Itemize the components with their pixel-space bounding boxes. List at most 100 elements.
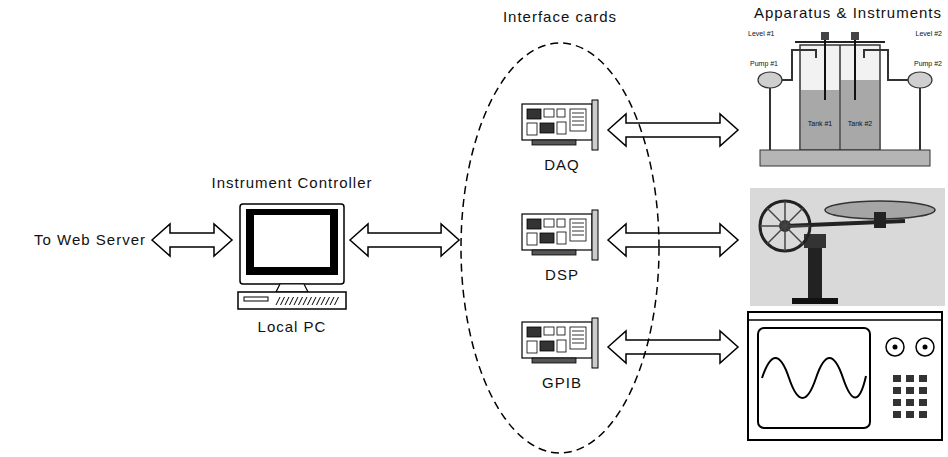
vent-line <box>308 297 312 305</box>
chip-pin <box>572 125 584 126</box>
probe-head <box>821 32 829 40</box>
card-chips <box>527 109 586 135</box>
level-probe <box>854 36 856 100</box>
card-bracket <box>592 318 598 368</box>
computer-case <box>238 292 346 309</box>
vent-line <box>299 297 303 305</box>
chip <box>540 341 554 351</box>
tail-rotor <box>760 201 810 251</box>
card-label: DAQ <box>544 156 580 174</box>
pc-outline <box>236 200 348 312</box>
chip-pin <box>572 231 584 232</box>
card-edge-connector <box>532 140 576 145</box>
chip <box>557 122 566 134</box>
spoke <box>767 208 803 244</box>
card-board <box>522 322 592 358</box>
card-bracket <box>592 100 598 150</box>
node-heading: Interface cards <box>503 8 617 26</box>
part-label: Level #1 <box>748 30 774 38</box>
chip <box>527 123 537 135</box>
vent-line <box>321 297 325 305</box>
vent-line <box>290 297 294 305</box>
card-label: DSP <box>545 266 579 284</box>
oscilloscope <box>748 312 942 440</box>
pipe <box>769 88 771 150</box>
monitor-screen <box>254 215 330 267</box>
chip <box>557 109 565 117</box>
chip <box>570 109 586 131</box>
chip-pin <box>572 331 584 332</box>
chip <box>570 327 586 349</box>
scope-rim <box>748 319 942 321</box>
chip <box>527 341 537 353</box>
chip <box>557 219 565 227</box>
tank-body <box>800 45 880 150</box>
chip-pins <box>572 223 584 235</box>
scope-screen <box>758 328 870 428</box>
chip <box>540 233 554 243</box>
computer-node: Instrument ControllerLocal PC <box>236 200 348 312</box>
part-label: Pump #2 <box>914 60 942 68</box>
chip <box>540 123 554 133</box>
card-board <box>522 104 592 140</box>
chip-pin <box>572 335 584 336</box>
device-caption: Local PC <box>258 318 327 336</box>
chip <box>557 327 565 335</box>
card-edge-connector <box>532 358 576 363</box>
helicopter-rig <box>750 188 945 306</box>
keypad <box>893 375 927 418</box>
vent-line <box>294 297 298 305</box>
vent-line <box>317 297 321 305</box>
card-label: GPIB <box>542 374 582 392</box>
group-heading: Apparatus & Instruments <box>754 4 942 22</box>
chip <box>527 219 541 229</box>
part-label: Tank #1 <box>801 120 839 128</box>
card-outline <box>520 100 604 150</box>
monitor-neck <box>276 284 308 292</box>
photo-ground <box>750 188 945 306</box>
vent-line <box>330 297 334 305</box>
pipe <box>919 88 921 150</box>
monitor-bezel <box>246 209 338 275</box>
part-label: Tank #2 <box>841 120 879 128</box>
liquid-level <box>801 90 839 149</box>
vent-line <box>281 297 285 305</box>
chip <box>557 232 566 244</box>
vent-line <box>303 297 307 305</box>
scope-case <box>748 312 942 440</box>
card-edge-connector <box>532 250 576 255</box>
drive-slot <box>244 297 268 301</box>
chip-pin <box>572 113 584 114</box>
pipe <box>782 50 816 80</box>
chip-pin <box>572 339 584 340</box>
tank-apparatus <box>758 32 932 166</box>
chip <box>544 219 554 227</box>
chip <box>557 340 566 352</box>
chip <box>544 327 554 335</box>
probe-head <box>851 32 859 40</box>
stand-base <box>792 298 838 304</box>
stand-tower <box>808 245 822 300</box>
vent-line <box>326 297 330 305</box>
motor <box>874 212 886 228</box>
card-outline <box>520 318 604 368</box>
reservoir <box>760 150 930 166</box>
card-chips <box>527 327 586 353</box>
part-label: Pump #1 <box>750 60 778 68</box>
double-arrow <box>608 224 738 256</box>
double-arrow <box>152 224 232 256</box>
interface-card: DAQ <box>520 100 604 150</box>
vent-line <box>312 297 316 305</box>
part-label: Level #2 <box>916 30 942 38</box>
pump <box>758 72 782 88</box>
waveform <box>762 358 866 398</box>
vent-line <box>276 297 280 305</box>
top-bar <box>795 41 885 43</box>
chip-pin <box>572 235 584 236</box>
chip-pin <box>572 223 584 224</box>
card-bracket <box>592 210 598 260</box>
chip-pins <box>572 113 584 125</box>
